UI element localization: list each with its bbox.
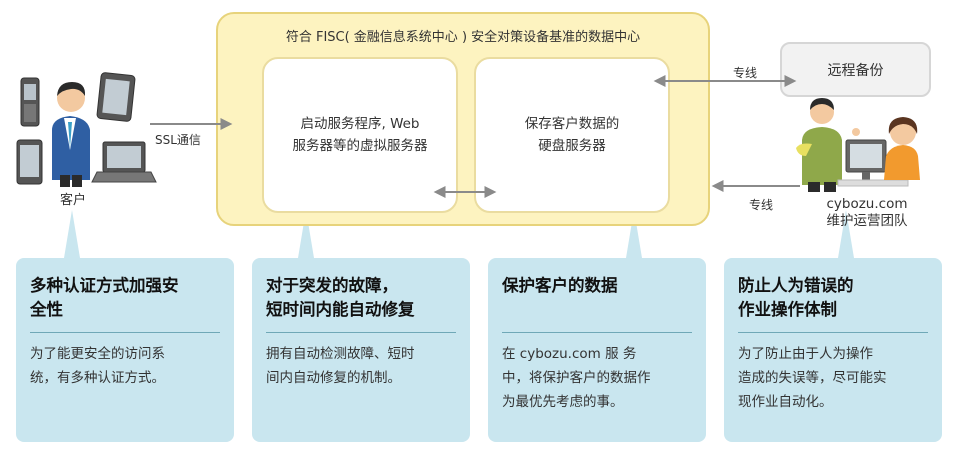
ssl-label: SSL通信	[155, 133, 201, 147]
feature-card-human-error: 防止人为错误的 作业操作体制 为了防止由于人为操作 造成的失误等，尽可能实 现作…	[724, 258, 942, 442]
card-body: 拥有自动检测故障、短时 间内自动修复的机制。	[266, 346, 415, 386]
data-center-title: 符合 FISC( 金融信息系统中心 ) 安全对策设备基准的数据中心	[285, 30, 641, 45]
operator-woman-icon	[884, 117, 920, 180]
client-person-icon	[52, 82, 90, 187]
dedicated-line-label-bottom: 专线	[749, 198, 774, 212]
mobile-phone-icon	[20, 77, 40, 127]
virtual-server-label: 启动服务程序, Web 服务器等的虚拟服务器	[292, 116, 428, 154]
remote-backup-label: 远程备份	[827, 62, 884, 79]
client-label: 客户	[60, 193, 87, 208]
card-divider	[30, 332, 220, 333]
monitor-icon	[837, 139, 909, 187]
card-divider	[502, 332, 692, 333]
callout-tail-4	[838, 210, 854, 258]
card-body: 为了能更安全的访问系 统，有多种认证方式。	[30, 346, 165, 386]
feature-card-authentication: 多种认证方式加强安 全性 为了能更安全的访问系 统，有多种认证方式。	[16, 258, 234, 442]
operator-man-icon	[796, 98, 860, 192]
smartphone-icon	[16, 139, 43, 185]
callout-tail-1	[64, 210, 80, 258]
team-label: cybozu.com 维护运营团队	[812, 196, 922, 230]
tablet-icon	[96, 72, 136, 122]
storage-server-box: 保存客户数据的 硬盘服务器	[474, 57, 670, 213]
feature-card-data-protection: 保护客户的数据 在 cybozu.com 服 务 中，将保护客户的数据作 为最优…	[488, 258, 706, 442]
dedicated-line-label-top: 专线	[733, 66, 758, 80]
card-title: 防止人为错误的 作业操作体制	[738, 276, 854, 319]
card-title: 对于突发的故障， 短时间内能自动修复	[266, 276, 415, 319]
virtual-server-box: 启动服务程序, Web 服务器等的虚拟服务器	[262, 57, 458, 213]
team-name-line1: cybozu.com	[826, 196, 908, 212]
remote-backup-box: 远程备份	[780, 42, 931, 97]
card-body: 在 cybozu.com 服 务 中，将保护客户的数据作 为最优先考虑的事。	[502, 346, 651, 410]
feature-card-auto-recovery: 对于突发的故障， 短时间内能自动修复 拥有自动检测故障、短时 间内自动修复的机制…	[252, 258, 470, 442]
laptop-icon	[91, 141, 157, 183]
card-divider	[738, 332, 928, 333]
team-name-line2: 维护运营团队	[826, 213, 908, 229]
card-title: 多种认证方式加强安 全性	[30, 276, 179, 319]
card-body: 为了防止由于人为操作 造成的失误等，尽可能实 现作业自动化。	[738, 346, 887, 410]
card-divider	[266, 332, 456, 333]
storage-server-label: 保存客户数据的 硬盘服务器	[524, 116, 620, 154]
card-title: 保护客户的数据	[502, 276, 618, 295]
